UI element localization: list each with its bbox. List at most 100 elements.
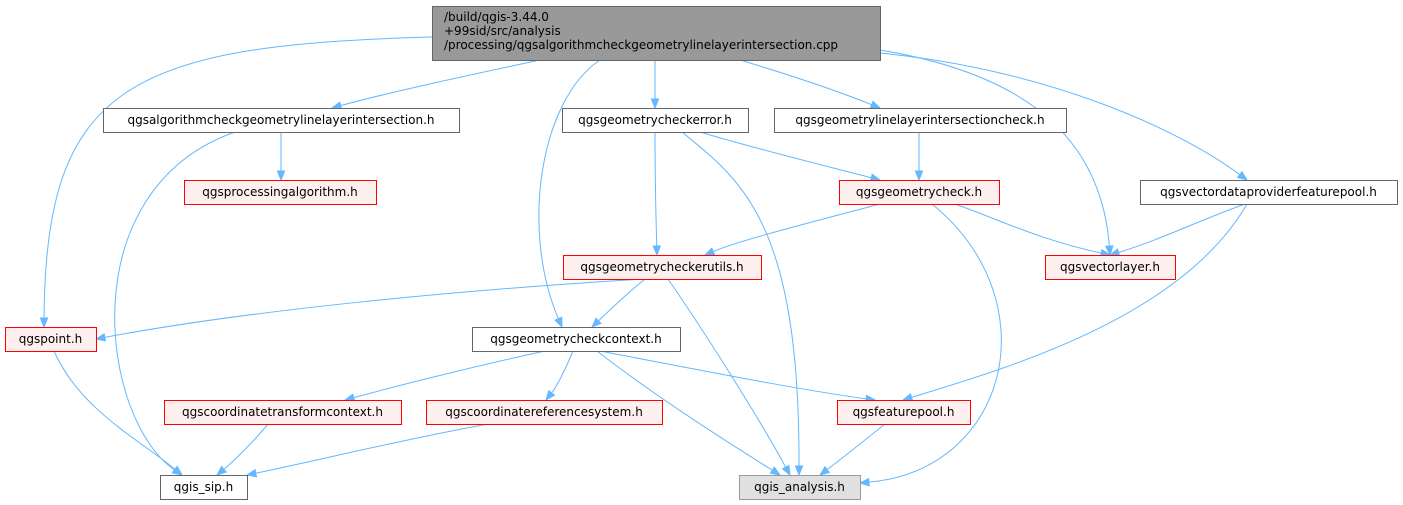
edge-arrowhead [554,316,563,329]
edge-linelayercheck-to-geomcheck [914,131,924,182]
edge-arrowhead [858,477,870,487]
edge-line [667,278,787,469]
node-vdpfeaturepool[interactable]: qgsvectordataproviderfeaturepool.h [1140,180,1398,205]
edge-arrowhead [703,247,716,256]
edge-line [254,423,489,474]
edge-line [550,350,574,395]
node-label: qgsvectordataproviderfeaturepool.h [1160,185,1377,199]
node-label: qgsgeometrylinelayerintersectioncheck.h [795,113,1044,127]
edge-checkerror-to-geomcheck [699,131,882,182]
node-checkerutils[interactable]: qgsgeometrycheckerutils.h [563,255,762,280]
node-label: qgsgeometrycheck.h [856,185,982,199]
edge-line [339,59,541,107]
edge-geomcheck-to-vectorlayer [954,203,1112,258]
node-checkcontext[interactable]: qgsgeometrycheckcontext.h [472,327,681,352]
node-box [472,327,681,352]
edge-checkcontext-to-featurepool [599,350,877,404]
edge-checkcontext-to-ctcontext [343,350,546,402]
edge-line [681,131,800,468]
edge-root-to-point [39,36,433,329]
edge-geomcheck-to-checkerutils [703,203,881,256]
node-label: qgsalgorithmcheckgeometrylinelayerinters… [127,113,434,127]
edge-vdpfeaturepool-to-featurepool [901,203,1248,402]
edge-arrowhead [650,98,660,110]
edge-checkerutils-to-analysis [667,278,791,477]
node-box [774,108,1067,133]
edge-line [879,52,1241,176]
node-crs[interactable]: qgscoordinatereferencesystem.h [426,400,663,425]
edge-arrowhead [769,466,782,476]
edge-line [43,36,433,320]
node-label: /processing/qgsalgorithmcheckgeometrylin… [444,38,838,52]
edge-arrowhead [171,465,184,476]
edge-root-to-checkcontext [538,59,601,329]
node-alg_h[interactable]: qgsalgorithmcheckgeometrylinelayerinters… [103,108,460,133]
node-box [426,400,663,425]
node-vectorlayer[interactable]: qgsvectorlayer.h [1045,255,1176,280]
edge-vdpfeaturepool-to-vectorlayer [1108,203,1246,257]
edge-arrowhead [818,465,831,476]
node-sip[interactable]: qgis_sip.h [160,475,248,500]
edge-line [599,350,868,400]
node-root[interactable]: /build/qgis-3.44.0+99sid/src/analysis/pr… [432,6,881,61]
node-box [164,400,402,425]
edge-line [597,278,646,322]
edge-featurepool-to-analysis [818,423,886,476]
node-featurepool[interactable]: qgsfeaturepool.h [837,400,971,425]
edge-line [739,59,873,106]
edge-arrowhead [276,170,286,182]
edge-arrowhead [869,100,882,109]
node-processingalg[interactable]: qgsprocessingalgorithm.h [184,180,377,205]
edge-line [712,203,881,253]
edge-arrowhead [914,170,924,182]
node-point[interactable]: qgspoint.h [5,327,97,352]
edge-root-to-vdpfeaturepool [879,52,1249,181]
edge-arrowhead [39,317,49,329]
node-ctcontext[interactable]: qgscoordinatetransformcontext.h [164,400,402,425]
edge-arrowhead [591,317,602,328]
node-label: /build/qgis-3.44.0 [444,10,549,24]
edge-alg_h-to-processingalg [276,132,286,182]
edge-line [114,131,236,471]
edge-arrowhead [245,468,258,478]
node-label: qgsfeaturepool.h [853,405,955,419]
nodes-layer: /build/qgis-3.44.0+99sid/src/analysis/pr… [5,6,1398,500]
node-box [184,180,377,205]
node-box [160,475,248,500]
node-box [563,255,762,280]
edge-line [53,350,177,471]
node-analysis[interactable]: qgis_analysis.h [739,475,861,500]
edge-crs-to-sip [245,423,489,478]
node-box [5,327,97,352]
edge-checkcontext-to-crs [545,350,574,402]
node-label: qgscoordinatereferencesystem.h [445,405,643,419]
edge-checkerutils-to-point [94,278,646,342]
node-box [1045,255,1176,280]
edge-ctcontext-to-sip [215,423,269,476]
edge-line [910,203,1248,399]
node-label: qgspoint.h [19,332,83,346]
edge-geomcheck-to-analysis [858,203,1002,487]
node-label: qgsgeometrycheckerutils.h [580,260,743,274]
edge-line [538,59,601,320]
node-box [432,6,881,61]
edge-root-to-checkerror [650,60,660,110]
edge-arrowhead [1104,245,1114,257]
node-box [837,400,971,425]
node-geomcheck[interactable]: qgsgeometrycheck.h [839,180,1000,205]
node-linelayercheck[interactable]: qgsgeometrylinelayerintersectioncheck.h [774,108,1067,133]
edge-line [879,49,1110,248]
node-label: qgsprocessingalgorithm.h [202,185,358,199]
edge-checkcontext-to-analysis [596,350,782,476]
edges-layer [39,36,1249,487]
node-label: qgis_analysis.h [754,480,845,494]
edge-arrowhead [781,464,791,477]
edge-arrowhead [94,332,107,342]
edge-arrowhead [215,465,228,476]
node-checkerror[interactable]: qgsgeometrycheckerror.h [562,108,749,133]
edge-point-to-sip [53,350,184,476]
node-label: qgis_sip.h [174,480,233,494]
edge-line [867,203,1002,483]
edge-line [222,423,269,471]
